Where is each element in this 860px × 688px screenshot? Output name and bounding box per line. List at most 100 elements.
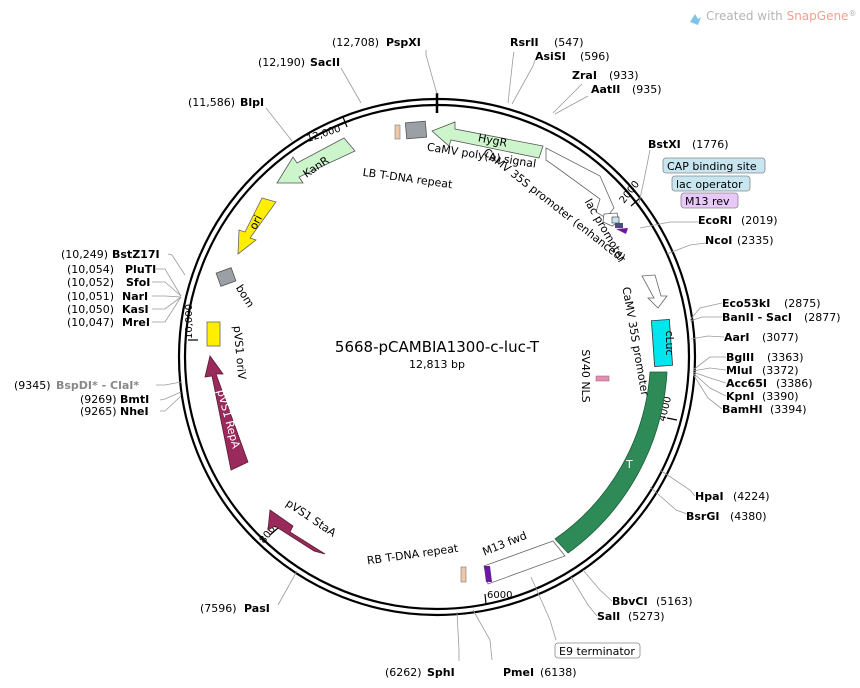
site-eco53ki-label: Eco53kI <box>722 297 770 310</box>
leader-lines <box>152 50 727 661</box>
site-pasi[interactable]: (7596) PasI <box>200 602 270 615</box>
feature-t-label: T <box>625 458 633 471</box>
svg-text:Created with SnapGene®: Created with SnapGene® <box>706 9 856 24</box>
site-bstxi[interactable]: BstXI (1776) <box>648 138 729 151</box>
feature-camv35s[interactable] <box>641 274 668 309</box>
label-rb: RB T-DNA repeat <box>366 542 460 568</box>
tick-label-10000: 10,000 <box>184 304 195 339</box>
site-bamhi[interactable]: BamHI (3394) <box>722 403 807 416</box>
site-bbvci[interactable]: BbvCI (5163) <box>612 595 693 608</box>
feature-sv40-box[interactable] <box>595 375 610 382</box>
site-zrai-position: (933) <box>609 69 639 82</box>
site-banii-saci[interactable]: BanII - SacI (2877) <box>722 311 841 324</box>
feature-pvs1-ori-box[interactable] <box>206 321 221 347</box>
feature-ori[interactable]: ori <box>237 197 277 255</box>
site-sali-label: SalI <box>597 610 620 623</box>
site-mlui[interactable]: MluI (3372) <box>726 364 799 377</box>
site-mlui-label: MluI <box>726 364 753 377</box>
site-pmei[interactable]: PmeI (6138) <box>503 666 577 679</box>
site-sfoi-position: (10,052) <box>67 276 114 289</box>
box-cap-binding-site-label: CAP binding site <box>667 160 757 173</box>
site-hpai[interactable]: HpaI (4224) <box>695 490 770 503</box>
site-pasi-position: (7596) <box>200 602 237 615</box>
watermark-mark: ® <box>848 9 856 18</box>
site-bamhi-position: (3394) <box>770 403 807 416</box>
site-blpi[interactable]: (11,586) BlpI <box>188 96 264 109</box>
site-pspxi[interactable]: (12,708) PspXI <box>332 36 421 49</box>
site-bstxi-position: (1776) <box>692 138 729 151</box>
site-kpni-position: (3390) <box>762 390 799 403</box>
feature-kanr[interactable]: KanR <box>276 137 356 184</box>
feature-cluc-label: cLuc <box>663 330 676 355</box>
site-mrei[interactable]: (10,047) MreI <box>67 316 150 329</box>
site-aatii-position: (935) <box>632 83 662 96</box>
box-e9-terminator[interactable]: E9 terminator <box>554 642 641 659</box>
label-sv40: SV40 NLS <box>579 349 592 402</box>
site-nhei[interactable]: (9265) NheI <box>80 405 149 418</box>
site-rsrii-label: RsrII <box>510 36 539 49</box>
site-sali[interactable]: SalI (5273) <box>597 610 665 623</box>
site-acc65i[interactable]: Acc65I (3386) <box>726 377 813 390</box>
box-m13-rev[interactable]: M13 rev <box>680 192 739 209</box>
site-bglii-position: (3363) <box>767 351 804 364</box>
site-asisi[interactable]: AsiSI (596) <box>535 50 610 63</box>
box-lac-operator[interactable]: lac operator <box>671 175 751 192</box>
site-sacii[interactable]: (12,190) SacII <box>258 56 340 69</box>
site-nhei-position: (9265) <box>80 405 117 418</box>
site-bbvci-position: (5163) <box>656 595 693 608</box>
feature-camv35s-enhanced[interactable] <box>545 147 615 219</box>
site-bspdi-clai[interactable]: (9345) BspDI* - ClaI* <box>14 379 139 392</box>
site-bglii[interactable]: BglII (3363) <box>726 351 804 364</box>
feature-camv-polya-box[interactable] <box>404 120 428 140</box>
feature-t[interactable]: T <box>554 371 668 554</box>
box-cap-binding-site[interactable]: CAP binding site <box>662 157 766 174</box>
site-banii-saci-position: (2877) <box>804 311 841 324</box>
site-bmti-label: BmtI <box>120 393 149 406</box>
watermark-brand: SnapGene <box>787 9 849 23</box>
feature-hygr-label: HygR <box>477 131 509 149</box>
site-sfoi[interactable]: (10,052) SfoI <box>67 276 150 289</box>
site-bsrgi[interactable]: BsrGI (4380) <box>686 510 767 523</box>
site-nari[interactable]: (10,051) NarI <box>67 290 148 303</box>
feature-rb-box[interactable] <box>460 566 467 583</box>
site-pasi-label: PasI <box>244 602 270 615</box>
box-lac-operator-frame <box>671 175 751 192</box>
site-kpni[interactable]: KpnI (3390) <box>726 390 799 403</box>
site-sphi-label: SphI <box>427 666 455 679</box>
feature-ori-label: ori <box>247 213 265 232</box>
feature-bom-box[interactable] <box>215 267 237 287</box>
site-bmti[interactable]: (9269) BmtI <box>80 393 149 406</box>
feature-m13fwd-region[interactable] <box>483 540 566 585</box>
site-blpi-position: (11,586) <box>188 96 235 109</box>
site-bstz17i-position: (10,249) <box>61 248 108 261</box>
site-aari[interactable]: AarI (3077) <box>724 331 799 344</box>
site-kasi[interactable]: (10,050) KasI <box>67 303 149 316</box>
site-pluti-position: (10,054) <box>67 263 114 276</box>
site-mlui-position: (3372) <box>762 364 799 377</box>
label-camv35s: CaMV 35S promoter <box>619 286 651 398</box>
feature-hygr[interactable]: HygR <box>431 121 544 159</box>
site-sfoi-label: SfoI <box>126 276 150 289</box>
site-bamhi-label: BamHI <box>722 403 763 416</box>
site-zrai[interactable]: ZraI (933) <box>572 69 639 82</box>
site-pluti[interactable]: (10,054) PluTI <box>67 263 156 276</box>
site-mrei-position: (10,047) <box>67 316 114 329</box>
site-asisi-position: (596) <box>580 50 610 63</box>
site-aatii[interactable]: AatII (935) <box>591 83 662 96</box>
site-ncoi[interactable]: NcoI (2335) <box>705 234 774 247</box>
site-bstz17i[interactable]: (10,249) BstZ17I <box>61 248 160 261</box>
feature-lb-box[interactable] <box>394 124 401 140</box>
feature-pvs1-staa[interactable] <box>267 509 326 555</box>
site-kasi-label: KasI <box>122 303 149 316</box>
site-ecori-position: (2019) <box>741 214 778 227</box>
site-eco53ki[interactable]: Eco53kI (2875) <box>722 297 821 310</box>
site-sphi[interactable]: (6262) SphI <box>385 666 455 679</box>
site-rsrii[interactable]: RsrII (547) <box>510 36 584 49</box>
site-pmei-label: PmeI <box>503 666 534 679</box>
site-nhei-label: NheI <box>120 405 149 418</box>
feature-cluc[interactable]: cLuc <box>650 319 676 367</box>
label-pvs1-ori: pVS1 oriV <box>231 325 249 380</box>
site-nari-position: (10,051) <box>67 290 114 303</box>
site-sali-position: (5273) <box>628 610 665 623</box>
site-ecori[interactable]: EcoRI (2019) <box>698 214 778 227</box>
